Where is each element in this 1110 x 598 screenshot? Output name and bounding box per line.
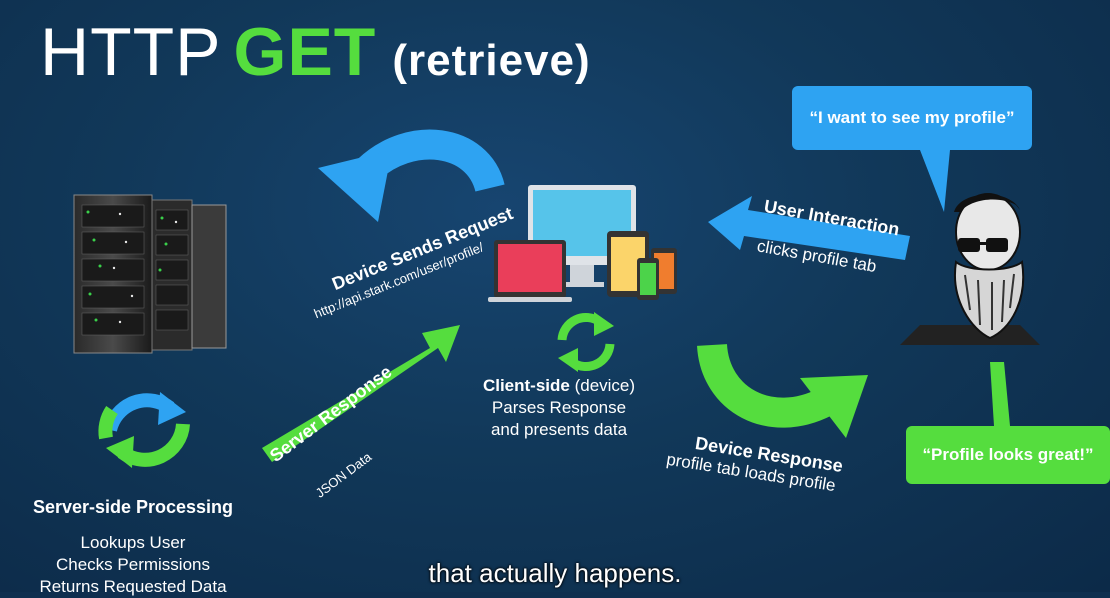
title-retrieve: (retrieve) [392, 36, 591, 85]
server-line-2: Checks Permissions [56, 555, 210, 574]
want-profile-text: “I want to see my profile” [809, 108, 1015, 127]
client-title-bold: Client-side [482, 376, 570, 395]
server-rack-icon [73, 194, 227, 354]
server-response-arrow-icon [262, 325, 460, 462]
client-title: Client-side (device) [453, 375, 665, 397]
great-bubble-tail [990, 362, 1010, 426]
client-side-description: Client-side (device) Parses Response and… [453, 375, 665, 441]
title-get: GET [233, 14, 377, 90]
title-http: HTTP [40, 14, 222, 90]
server-side-description: Server-side Processing Lookups User Chec… [0, 497, 266, 598]
want-profile-bubble: “I want to see my profile” [792, 86, 1032, 150]
client-line-2: and presents data [490, 420, 628, 439]
user-interaction-arrow-icon [708, 196, 910, 260]
server-line-1: Lookups User [80, 533, 186, 552]
request-arrow-icon [318, 129, 505, 222]
client-title-rest: (device) [569, 376, 636, 395]
video-caption: that actually happens. [428, 558, 682, 588]
user-portrait-icon [900, 193, 1040, 345]
client-processing-cycle-icon [557, 312, 615, 372]
devices-icon [488, 185, 677, 302]
server-line-3: Returns Requested Data [39, 577, 227, 596]
want-bubble-tail [920, 150, 950, 212]
server-title: Server-side Processing [32, 497, 234, 517]
profile-great-bubble: “Profile looks great!” [906, 426, 1110, 484]
server-processing-cycle-icon [98, 392, 190, 468]
device-response-arrow-icon [697, 343, 868, 438]
profile-great-text: “Profile looks great!” [922, 445, 1094, 464]
client-line-1: Parses Response [491, 398, 627, 417]
